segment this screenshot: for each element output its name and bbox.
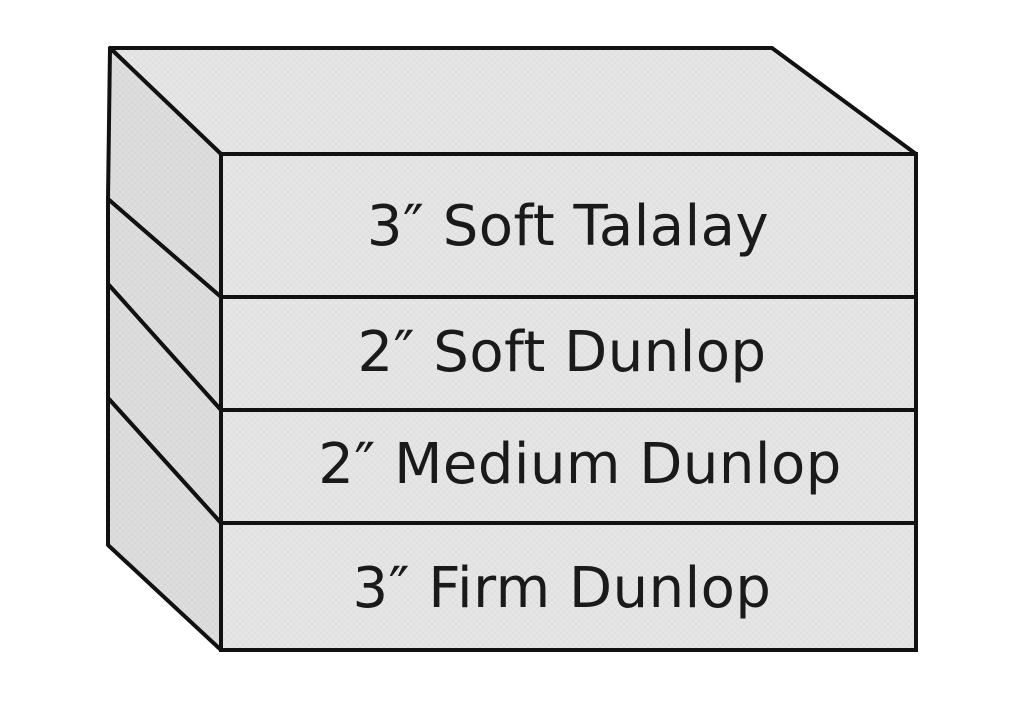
layer-3-label: 2″ Medium Dunlop: [318, 432, 842, 497]
stack-top-face: [108, 46, 918, 156]
layer-4-front-face: [219, 521, 918, 652]
layer-3-front-face: [219, 408, 918, 525]
layer-1-front-face: [219, 152, 918, 299]
layer-2-label: 2″ Soft Dunlop: [357, 320, 766, 385]
layer-4-label: 3″ Firm Dunlop: [353, 556, 772, 621]
layer-1-label: 3″ Soft Talalay: [367, 194, 769, 259]
